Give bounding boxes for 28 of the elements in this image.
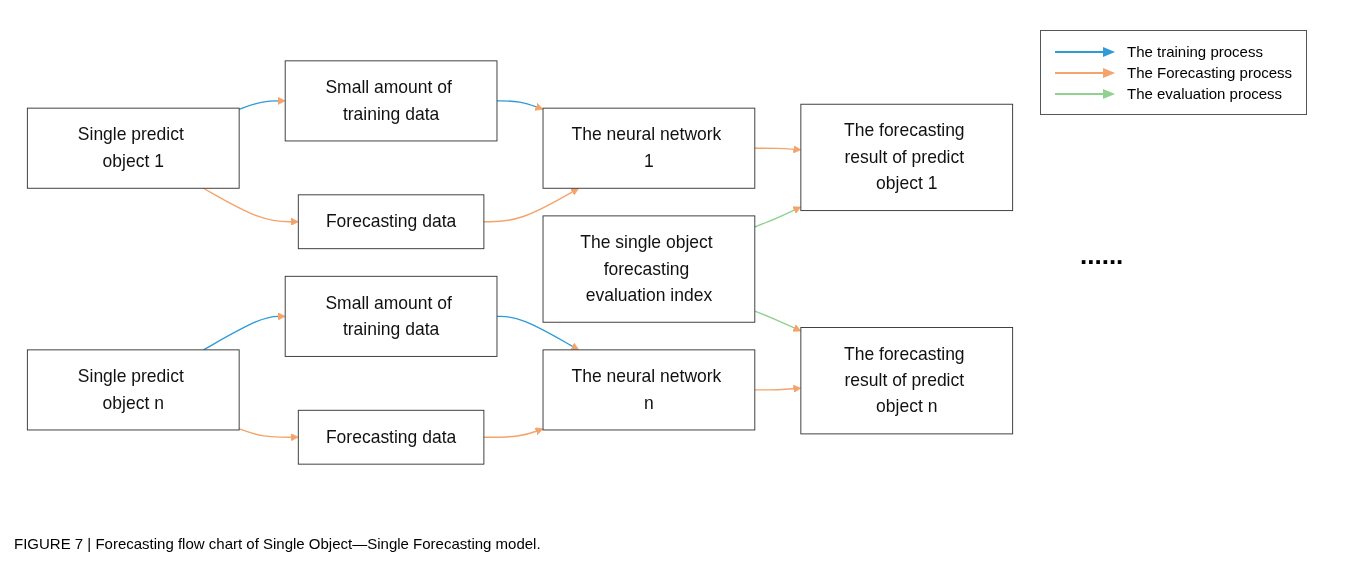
node-box: Single predict object 1 [26,107,240,189]
arrow [754,145,802,154]
arrow [202,312,286,351]
node-box: The single object forecasting evaluation index [542,215,756,323]
node-box: The neural network n [542,349,756,431]
node-box: The forecasting result of predict object 1 [800,103,1014,212]
arrow [754,206,802,228]
arrow [238,96,286,111]
arrow [483,427,544,438]
arrow [483,187,580,223]
arrow [754,310,802,332]
node-box: The forecasting result of predict object n [800,327,1014,435]
legend-text: The training process [1127,43,1263,60]
node-box: Forecasting data [297,409,485,465]
arrow [496,100,544,111]
ellipsis-note: ...... [1080,240,1124,271]
node-box: Single predict object n [26,349,240,431]
arrow [238,428,299,442]
node-box: Forecasting data [297,194,485,250]
node-box: The neural network 1 [542,107,756,189]
arrow [202,187,299,226]
legend-text: The Forecasting process [1127,64,1293,81]
legend-text: The evaluation process [1127,85,1283,102]
arrow [754,384,802,393]
node-box: Small amount of training data [284,60,498,142]
node-box: Small amount of training data [284,275,498,357]
figure-caption: FIGURE 7 | Forecasting flow chart of Single Object—Single Forecasting model. [14,535,541,552]
arrow [496,315,580,351]
